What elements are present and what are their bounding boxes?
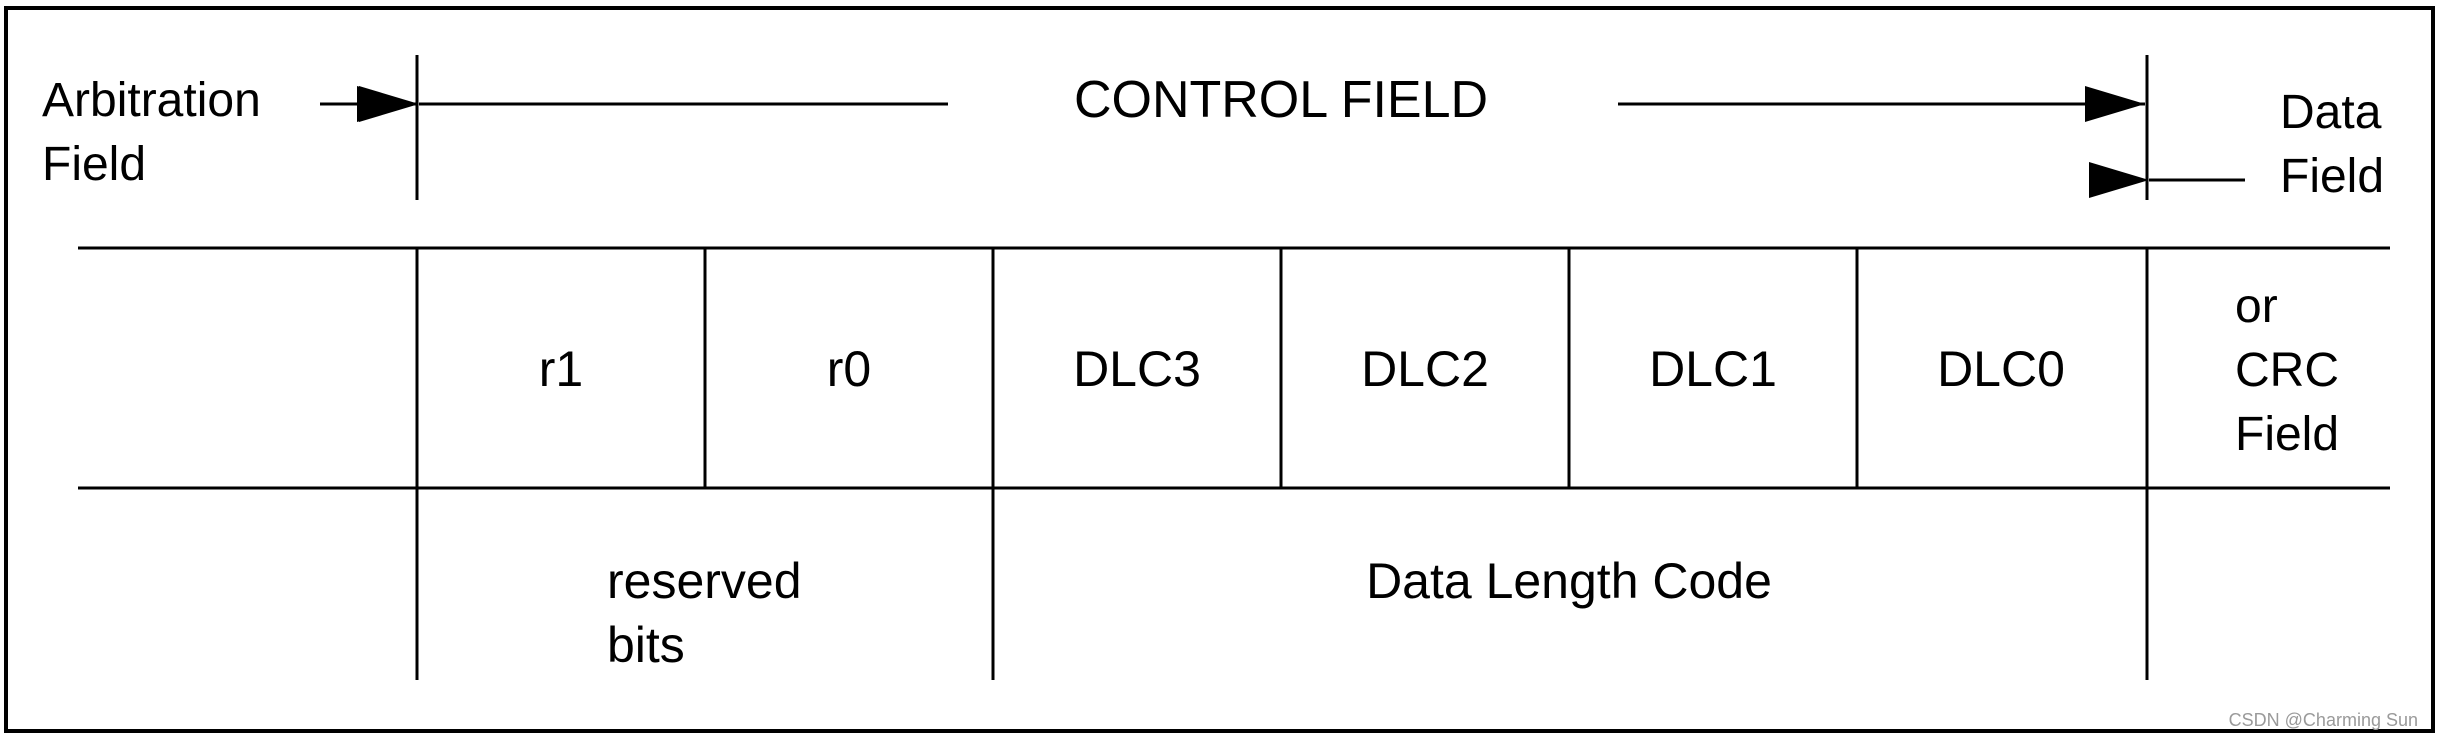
crc-field-label-line1: or (2235, 280, 2278, 333)
bit-r1: r1 (539, 341, 583, 397)
crc-field-label-line2: CRC (2235, 344, 2339, 397)
bit-dlc3: DLC3 (1073, 341, 1201, 397)
reserved-bits-label-line2: bits (607, 617, 685, 673)
watermark: CSDN @Charming Sun (2229, 710, 2418, 730)
arbitration-field-label-line1: Arbitration (42, 74, 261, 127)
bit-dlc0: DLC0 (1937, 341, 2065, 397)
data-field-label-line2: Field (2280, 150, 2384, 203)
data-length-code-label: Data Length Code (1366, 553, 1772, 609)
bit-dlc2: DLC2 (1361, 341, 1489, 397)
bit-r0: r0 (827, 341, 871, 397)
reserved-bits-label-line1: reserved (607, 553, 802, 609)
crc-field-label-line3: Field (2235, 408, 2339, 461)
data-field-label-line1: Data (2280, 86, 2382, 139)
bit-dlc1: DLC1 (1649, 341, 1777, 397)
diagram-border (4, 6, 2435, 733)
arbitration-field-label-line2: Field (42, 138, 146, 191)
control-field-title: CONTROL FIELD (1074, 71, 1488, 129)
